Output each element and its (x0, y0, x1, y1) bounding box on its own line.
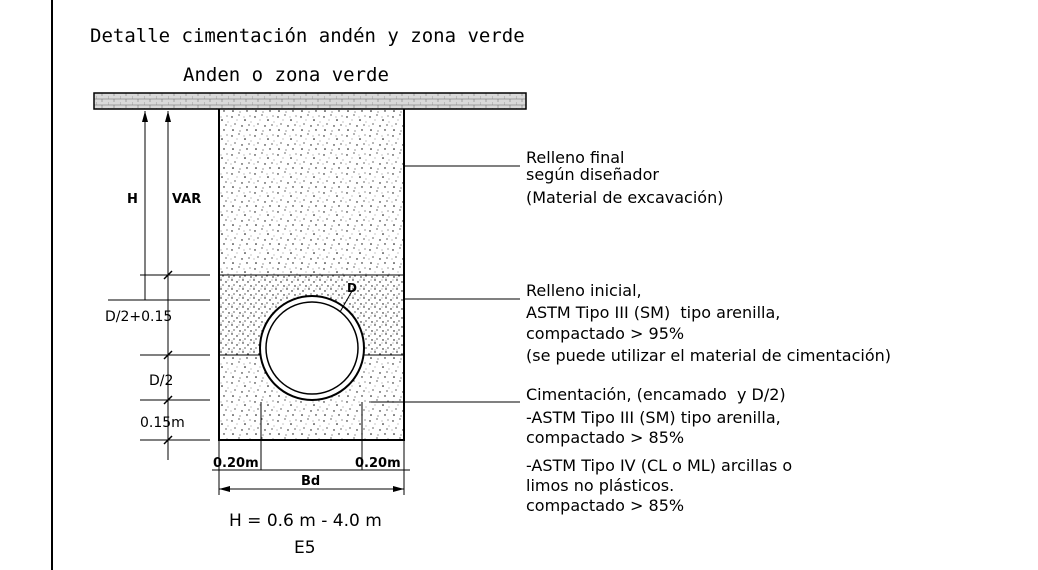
dim-side-left-label: 0.20m (213, 456, 259, 471)
surface-label: Anden o zona verde (183, 64, 389, 86)
tick-1 (163, 270, 173, 280)
pipe-inner (265, 301, 359, 395)
dim-base-label: 0.15m (140, 415, 185, 431)
initial-fill-line-3: compactado > 95% (526, 324, 684, 343)
tick-4 (163, 435, 173, 445)
dim-dhalf-plus-label: D/2+0.15 (105, 309, 172, 325)
dim-h-label: H (127, 192, 138, 207)
bedding-line-3: compactado > 85% (526, 428, 684, 447)
bedding-line-1: Cimentación, (encamado y D/2) (526, 385, 786, 404)
dim-bd-label: Bd (301, 474, 320, 489)
pipe-d-label: D (347, 281, 357, 295)
final-fill-line-3: (Material de excavación) (526, 188, 723, 207)
final-fill-note: Relleno final según diseñador (Material … (526, 148, 723, 207)
initial-fill-line-2: ASTM Tipo III (SM) tipo arenilla, (526, 303, 780, 322)
dim-h-arrow (142, 111, 148, 122)
drawing-title: Detalle cimentación andén y zona verde (90, 25, 525, 47)
initial-fill-line-4: (se puede utilizar el material de ciment… (526, 346, 891, 365)
bedding-line-2: -ASTM Tipo III (SM) tipo arenilla, (526, 408, 781, 427)
bedding-line-5: limos no plásticos. (526, 476, 674, 495)
bedding-note: Cimentación, (encamado y D/2) -ASTM Tipo… (526, 385, 792, 515)
final-fill-zone (219, 109, 404, 275)
depth-range-label: H = 0.6 m - 4.0 m (229, 511, 382, 531)
final-fill-line-2: según diseñador (526, 165, 659, 184)
dim-var-arrow (165, 111, 171, 122)
initial-fill-note: Relleno inicial, ASTM Tipo III (SM) tipo… (526, 281, 891, 365)
dim-bd-arrow-right (393, 486, 404, 492)
tick-3 (163, 395, 173, 405)
initial-fill-line-1: Relleno inicial, (526, 281, 642, 300)
dim-var-label: VAR (172, 192, 201, 207)
dim-side-right-label: 0.20m (355, 456, 401, 471)
tick-2 (163, 350, 173, 360)
detail-id-label: E5 (294, 538, 316, 558)
pipe-d-leader (339, 290, 353, 313)
pavement-strip (93, 92, 527, 110)
final-fill-line-1: Relleno final (526, 148, 624, 167)
bedding-line-6: compactado > 85% (526, 496, 684, 515)
dim-dhalf-label: D/2 (149, 373, 173, 389)
bedding-line-4: -ASTM Tipo IV (CL o ML) arcillas o (526, 456, 792, 475)
dim-bd-arrow-left (219, 486, 230, 492)
